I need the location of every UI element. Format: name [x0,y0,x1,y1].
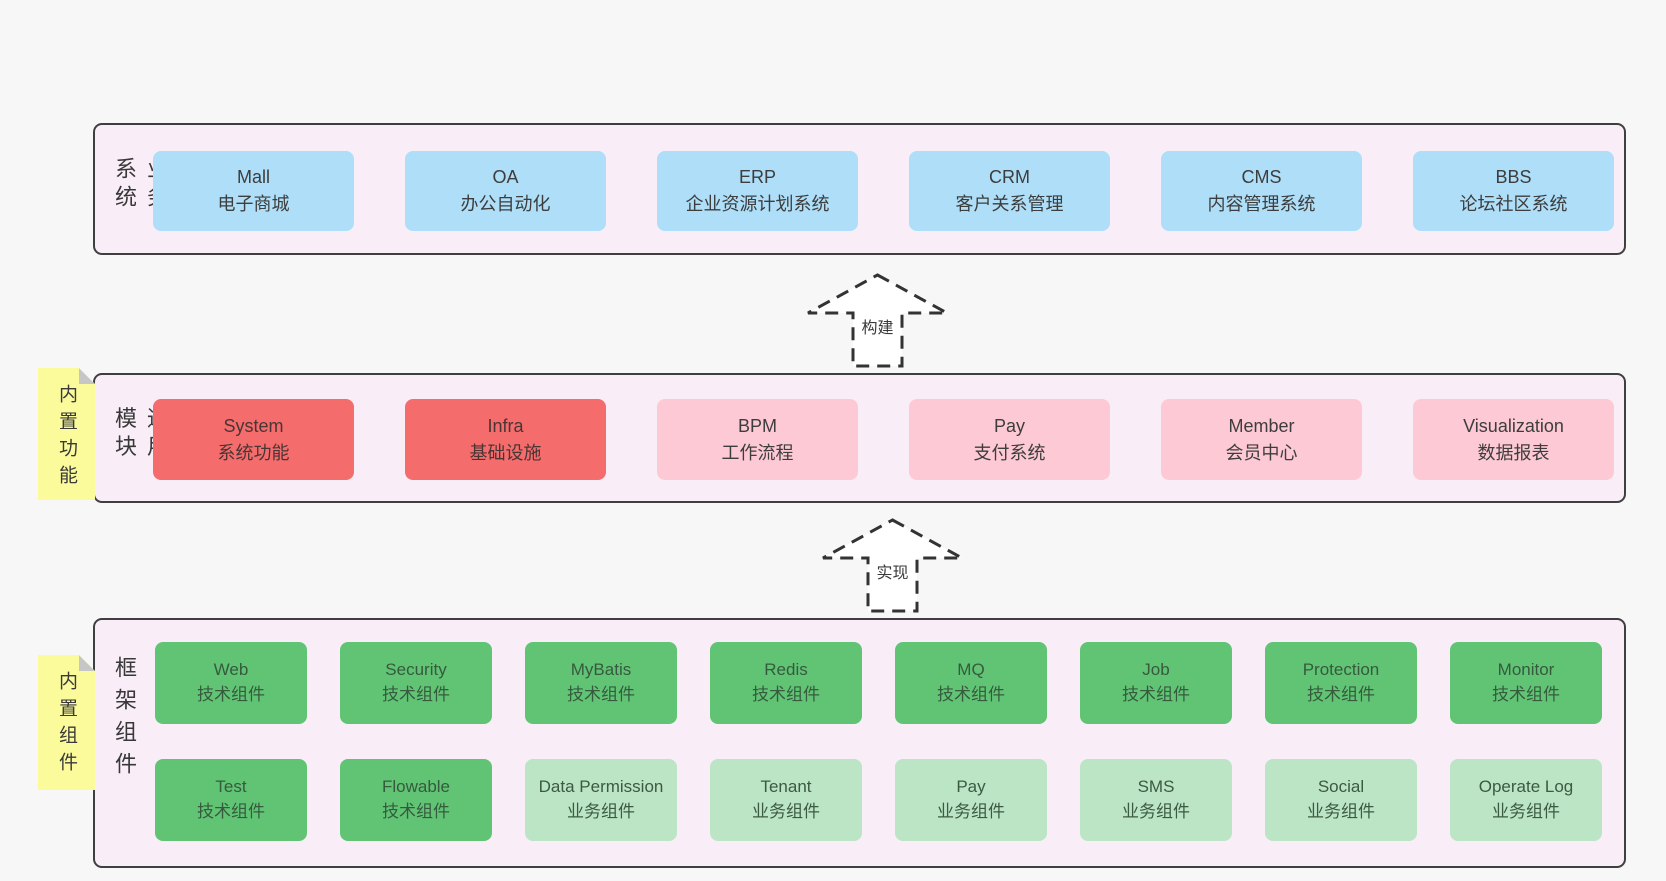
box-title: System [223,415,284,436]
box-subtitle: 数据报表 [1477,442,1550,463]
layer-common-modules: 通用模块 System 系统功能 Infra 基础设施 BPM 工作流程 Pay… [93,373,1626,503]
box-erp: ERP 企业资源计划系统 [657,151,858,231]
box-subtitle: 业务组件 [1492,802,1560,821]
box-title: Visualization [1463,415,1564,436]
box-subtitle: 业务组件 [937,802,1005,821]
box-bbs: BBS 论坛社区系统 [1413,151,1614,231]
box-subtitle: 技术组件 [567,685,635,704]
box-title: Redis [764,660,808,680]
box-subtitle: 技术组件 [382,802,450,821]
box-sms: SMS 业务组件 [1080,759,1232,841]
box-subtitle: 基础设施 [469,442,542,463]
box-protection: Protection 技术组件 [1265,642,1417,724]
box-title: Pay [956,777,986,797]
box-visualization: Visualization 数据报表 [1413,399,1614,480]
box-mall: Mall 电子商城 [153,151,354,231]
box-subtitle: 技术组件 [1307,685,1375,704]
build-arrow-label: 构建 [858,313,897,339]
box-title: Test [215,777,247,797]
box-member: Member 会员中心 [1161,399,1362,480]
sticky-text: 内置功能 [56,384,77,492]
box-title: OA [492,167,519,187]
box-title: Protection [1302,660,1380,680]
box-title: Infra [487,415,524,436]
box-title: Web [213,660,249,680]
box-title: Operate Log [1478,777,1574,797]
box-subtitle: 业务组件 [1122,802,1190,821]
box-subtitle: 会员中心 [1225,442,1298,463]
box-title: Social [1317,777,1365,797]
box-subtitle: 技术组件 [937,685,1005,704]
box-title: CRM [989,167,1030,187]
box-title: Tenant [760,777,812,797]
box-subtitle: 技术组件 [1122,685,1190,704]
box-test: Test 技术组件 [155,759,307,841]
sticky-built-in-components: 内置组件 [38,655,95,790]
implement-arrow: 实现 [820,517,965,614]
box-mybatis: MyBatis 技术组件 [525,642,677,724]
box-pay-biz: Pay 业务组件 [895,759,1047,841]
sticky-text: 内置组件 [56,671,77,779]
box-security: Security 技术组件 [340,642,492,724]
implement-arrow-label: 实现 [873,558,912,584]
box-title: Mall [236,167,270,187]
box-social: Social 业务组件 [1265,759,1417,841]
box-title: CMS [1241,167,1282,187]
box-title: MyBatis [570,660,632,680]
box-web: Web 技术组件 [155,642,307,724]
box-flowable: Flowable 技术组件 [340,759,492,841]
folded-corner-icon [79,368,95,384]
box-title: BPM [737,415,777,436]
box-subtitle: 业务组件 [567,802,635,821]
box-subtitle: 工作流程 [721,442,794,463]
box-pay: Pay 支付系统 [909,399,1110,480]
box-data-permission: Data Permission 业务组件 [525,759,677,841]
box-subtitle: 业务组件 [752,802,820,821]
box-job: Job 技术组件 [1080,642,1232,724]
box-subtitle: 客户关系管理 [955,194,1064,214]
box-title: Flowable [381,777,451,797]
box-title: MQ [957,660,985,680]
box-infra: Infra 基础设施 [405,399,606,480]
box-cms: CMS 内容管理系统 [1161,151,1362,231]
build-arrow: 构建 [805,272,950,369]
box-system: System 系统功能 [153,399,354,480]
box-subtitle: 技术组件 [197,685,265,704]
box-subtitle: 技术组件 [197,802,265,821]
box-subtitle: 内容管理系统 [1207,194,1316,214]
box-crm: CRM 客户关系管理 [909,151,1110,231]
box-title: Job [1142,660,1170,680]
box-subtitle: 业务组件 [1307,802,1375,821]
box-subtitle: 技术组件 [382,685,450,704]
box-title: Security [385,660,447,680]
box-operate-log: Operate Log 业务组件 [1450,759,1602,841]
box-mq: MQ 技术组件 [895,642,1047,724]
box-title: SMS [1137,777,1175,797]
layer-business-systems: 业务系统 Mall 电子商城 OA 办公自动化 ERP 企业资源计划系统 CRM… [93,123,1626,255]
box-subtitle: 企业资源计划系统 [685,194,830,214]
box-title: Data Permission [538,777,664,797]
box-title: BBS [1495,167,1532,187]
box-subtitle: 支付系统 [973,442,1046,463]
box-title: Member [1228,415,1295,436]
box-subtitle: 系统功能 [217,442,290,463]
box-subtitle: 电子商城 [217,194,290,214]
layer-framework-components-label: 框架组件 [112,656,137,784]
box-subtitle: 技术组件 [752,685,820,704]
box-monitor: Monitor 技术组件 [1450,642,1602,724]
box-tenant: Tenant 业务组件 [710,759,862,841]
box-title: Monitor [1497,660,1555,680]
layer-framework-components: 框架组件 Web 技术组件 Security 技术组件 MyBatis 技术组件… [93,618,1626,868]
box-bpm: BPM 工作流程 [657,399,858,480]
box-redis: Redis 技术组件 [710,642,862,724]
box-oa: OA 办公自动化 [405,151,606,231]
box-subtitle: 办公自动化 [460,194,551,214]
box-title: Pay [993,415,1026,436]
box-subtitle: 技术组件 [1492,685,1560,704]
box-title: ERP [738,167,776,187]
sticky-built-in-features: 内置功能 [38,368,95,500]
box-subtitle: 论坛社区系统 [1459,194,1568,214]
